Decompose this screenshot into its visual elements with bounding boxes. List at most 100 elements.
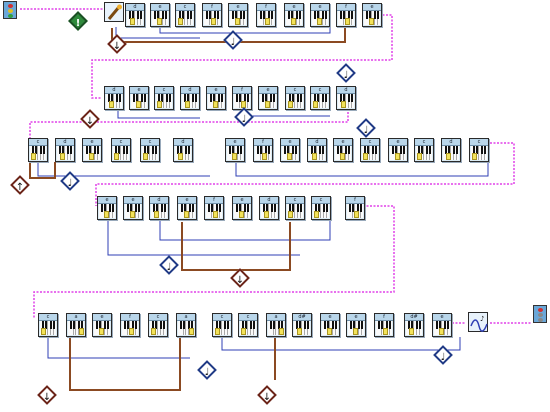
piano-note-node[interactable]: c [285, 86, 305, 110]
piano-note-node[interactable]: d [441, 138, 461, 162]
note-label: d [126, 4, 144, 11]
piano-note-node[interactable]: e [97, 196, 117, 220]
piano-note-node[interactable]: c [212, 313, 232, 337]
piano-note-node[interactable]: d [125, 3, 145, 27]
piano-note-node[interactable]: f [345, 196, 365, 220]
signal-lamp-icon [538, 308, 543, 312]
piano-note-node[interactable]: d [307, 138, 327, 162]
note-label: e [389, 139, 407, 146]
note-label: c [470, 139, 488, 146]
piano-note-node[interactable]: f [374, 313, 394, 337]
piano-note-node[interactable]: f [120, 313, 140, 337]
pressed-key-marker [60, 153, 65, 160]
pressed-key-marker [130, 211, 135, 218]
note-label: c [311, 87, 329, 94]
note-label: c [213, 314, 231, 321]
piano-note-node[interactable]: d# [404, 313, 424, 337]
pressed-key-marker [439, 328, 444, 335]
piano-note-node[interactable]: d [259, 196, 279, 220]
piano-note-node[interactable]: c [148, 313, 168, 337]
piano-note-node[interactable]: a [266, 313, 286, 337]
link-wire [29, 162, 56, 179]
note-label: d [337, 87, 355, 94]
piano-note-node[interactable]: c [175, 3, 195, 27]
piano-note-node[interactable]: c [111, 138, 131, 162]
piano-note-node[interactable]: e [310, 3, 330, 27]
piano-note-node[interactable]: c [28, 138, 48, 162]
piano-note-node[interactable]: e [228, 3, 248, 27]
piano-note-node[interactable]: e [320, 313, 340, 337]
piano-note-node[interactable]: e [82, 138, 102, 162]
piano-note-node[interactable]: d [173, 138, 193, 162]
piano-note-node[interactable]: f [204, 196, 224, 220]
start-terminal-icon[interactable] [3, 1, 17, 19]
piano-note-node[interactable]: c [38, 313, 58, 337]
piano-note-node[interactable]: d [104, 86, 124, 110]
piano-note-node[interactable]: e [432, 313, 452, 337]
piano-note-node[interactable]: e [225, 138, 245, 162]
piano-note-node[interactable]: f [253, 138, 273, 162]
piano-note-node[interactable]: e [258, 86, 278, 110]
rest-marker-glyph-icon: ↑ [15, 181, 25, 193]
rest-marker-glyph-icon: ↓ [85, 115, 95, 127]
piano-note-node[interactable]: c [154, 86, 174, 110]
pressed-key-marker [262, 153, 267, 160]
piano-note-node[interactable]: e [206, 86, 226, 110]
piano-note-node[interactable]: c [238, 313, 258, 337]
start-decision-glyph-icon: ! [75, 17, 81, 29]
note-label: e [151, 4, 169, 11]
note-label: e [334, 139, 352, 146]
pressed-key-marker [297, 328, 302, 335]
note-label: f [121, 314, 139, 321]
piano-note-node[interactable]: e [232, 196, 252, 220]
piano-note-node[interactable]: c [311, 196, 331, 220]
piano-note-node[interactable]: f [232, 86, 252, 110]
piano-note-node[interactable]: e [333, 138, 353, 162]
piano-note-node[interactable]: c [360, 138, 380, 162]
piano-note-node[interactable]: e [284, 3, 304, 27]
note-label: f [205, 197, 223, 204]
piano-note-node[interactable]: a [66, 313, 86, 337]
piano-note-node[interactable]: d [180, 86, 200, 110]
piano-note-node[interactable]: e [150, 3, 170, 27]
pressed-key-marker [154, 211, 159, 218]
note-label: c [149, 314, 167, 321]
piano-note-node[interactable]: e [92, 313, 112, 337]
piano-note-node[interactable]: d# [292, 313, 312, 337]
piano-note-node[interactable]: e [346, 313, 366, 337]
flow-wire [33, 205, 395, 318]
note-label: e [259, 87, 277, 94]
signal-lamp-icon [538, 318, 543, 322]
pressed-key-marker [232, 153, 237, 160]
piano-note-node[interactable]: d [55, 138, 75, 162]
synth-waveform-icon[interactable]: ♪ [468, 312, 488, 332]
note-label: e [130, 87, 148, 94]
pressed-key-marker [211, 18, 216, 25]
wand-icon[interactable] [104, 2, 124, 22]
piano-note-node[interactable]: d [336, 86, 356, 110]
piano-note-node[interactable]: c [285, 196, 305, 220]
piano-note-node[interactable]: f [336, 3, 356, 27]
piano-note-node[interactable]: c [414, 138, 434, 162]
pressed-key-marker [409, 328, 414, 335]
piano-note-node[interactable]: e [177, 196, 197, 220]
piano-note-node[interactable]: e [123, 196, 143, 220]
piano-note-node[interactable]: f [256, 3, 276, 27]
piano-note-node[interactable]: e [280, 138, 300, 162]
piano-note-node[interactable]: e [388, 138, 408, 162]
piano-note-node[interactable]: c [140, 138, 160, 162]
end-terminal-icon[interactable] [533, 305, 547, 323]
piano-note-node[interactable]: c [469, 138, 489, 162]
rest-marker-glyph-icon: ↓ [262, 391, 272, 403]
pressed-key-marker [136, 101, 141, 108]
pressed-key-marker [314, 211, 319, 218]
piano-note-node[interactable]: e [362, 3, 382, 27]
piano-note-node[interactable]: d [149, 196, 169, 220]
piano-note-node[interactable]: c [310, 86, 330, 110]
note-label: f [203, 4, 221, 11]
piano-note-node[interactable]: f [202, 3, 222, 27]
piano-note-node[interactable]: e [129, 86, 149, 110]
note-label: c [361, 139, 379, 146]
pressed-key-marker [265, 101, 270, 108]
piano-note-node[interactable]: a [176, 313, 196, 337]
